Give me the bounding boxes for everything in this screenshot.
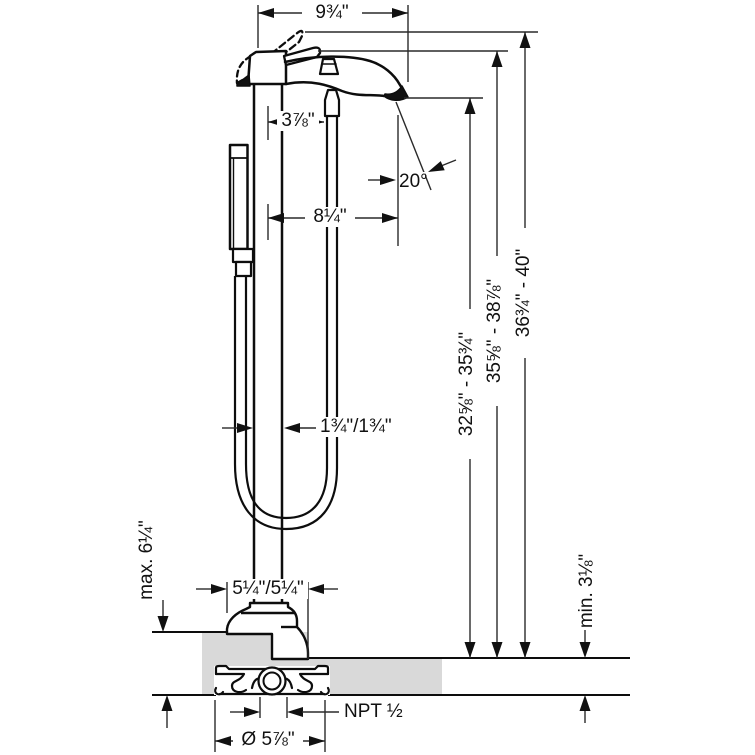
dim-riser-width-label: 1¾"/1¾" xyxy=(320,417,432,437)
hand-shower xyxy=(228,143,255,278)
dim-handle-offset-label: 3⅞" xyxy=(277,111,319,131)
mounting-flange xyxy=(214,664,330,696)
handle-wedge xyxy=(236,74,251,87)
riser-column xyxy=(252,84,284,603)
dim-spout-reach-label: 9¾" xyxy=(302,3,362,23)
dim-outlet-height-label: 32⅝" - 35¾" xyxy=(456,309,477,459)
handshower-holder-lower xyxy=(234,260,253,278)
dim-connection-lines xyxy=(230,697,339,718)
angle-label: 20° xyxy=(399,171,428,192)
dim-riser-width-lines xyxy=(222,423,316,433)
floor-lines xyxy=(152,631,630,696)
handshower-wand xyxy=(228,143,249,251)
handle-low-dashed xyxy=(235,54,253,85)
shower-hose xyxy=(233,117,339,531)
dim-max-floor-lines xyxy=(157,600,173,728)
dim-base-width-label: 5¼"/5¼" xyxy=(228,579,308,599)
handle-body xyxy=(246,49,288,86)
dim-flange-diameter-label: Ø 5⅞" xyxy=(233,730,303,750)
dim-base-width-lines xyxy=(196,582,338,659)
dim-min-floor-lines xyxy=(579,630,591,723)
spout-aerator xyxy=(383,85,409,101)
faucet-head xyxy=(235,29,409,118)
dim-min-floor-label: min. 3⅛" xyxy=(576,553,597,629)
diverter-knob xyxy=(318,57,340,76)
spout-top-edge xyxy=(283,55,404,90)
dim-max-floor-label: max. 6¼" xyxy=(136,520,157,600)
handshower-holder xyxy=(231,247,255,264)
angle-detail-lines xyxy=(368,101,457,246)
dim-total-height-label: 36¾" - 40" xyxy=(513,228,534,358)
dim-body-height-label: 35⅝" - 38⅞" xyxy=(484,256,505,406)
spout-underside xyxy=(284,81,386,98)
dim-connection-label: NPT ½ xyxy=(344,701,403,722)
dimension-lines xyxy=(157,5,591,752)
handle-raised-dashed xyxy=(269,29,304,62)
hose-nipple xyxy=(323,88,341,118)
dim-outlet-offset-label: 8¼" xyxy=(305,207,355,227)
